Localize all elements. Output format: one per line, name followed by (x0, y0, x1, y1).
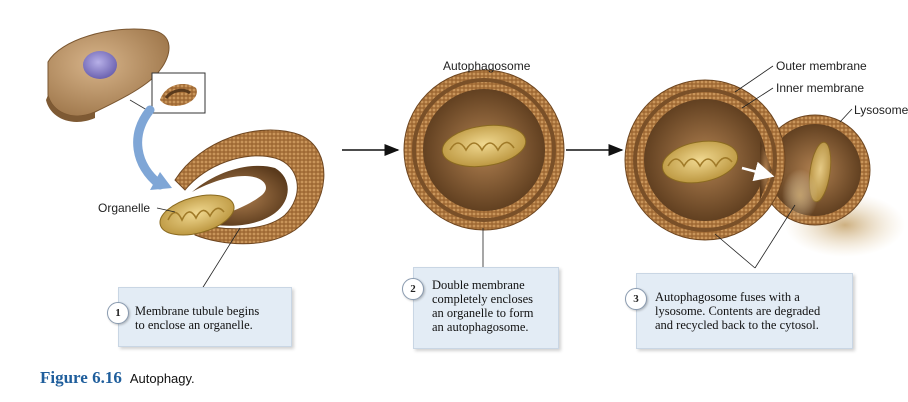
figure-caption: Figure 6.16 Autophagy. (40, 368, 195, 388)
cell-illustration (46, 28, 170, 122)
step-2-box: 2 Double membrane completely encloses an… (402, 267, 559, 349)
autolysosome (624, 79, 905, 257)
step-3-box: 3 Autophagosome fuses with a lysosome. C… (625, 273, 853, 349)
step-1-number: 1 (107, 302, 129, 324)
label-outer-membrane: Outer membrane (776, 59, 867, 73)
step-2-number: 2 (402, 278, 424, 300)
autophagosome (403, 69, 565, 231)
label-organelle: Organelle (98, 201, 151, 215)
step-3-text: Autophagosome fuses with a lysosome. Con… (655, 290, 821, 332)
step-2-text: Double membrane completely encloses an o… (432, 278, 534, 334)
figure-number: Figure 6.16 (40, 368, 122, 387)
step-3-number: 3 (625, 288, 647, 310)
zoom-inset (129, 72, 206, 114)
phagophore (174, 129, 325, 245)
step-1-box: 1 Membrane tubule begins to enclose an o… (107, 287, 292, 347)
label-autophagosome: Autophagosome (443, 59, 531, 73)
label-lysosome: Lysosome (854, 103, 908, 117)
nucleus (83, 51, 117, 79)
panel3-leaders (714, 65, 853, 269)
step-1-text: Membrane tubule begins to enclose an org… (135, 304, 260, 332)
organelle-leader (156, 207, 176, 213)
label-inner-membrane: Inner membrane (776, 81, 865, 95)
zoom-arrow (133, 105, 165, 190)
organelle-mitochondrion (159, 194, 235, 236)
step1-leader (199, 227, 241, 293)
figure-title: Autophagy. (129, 371, 195, 386)
